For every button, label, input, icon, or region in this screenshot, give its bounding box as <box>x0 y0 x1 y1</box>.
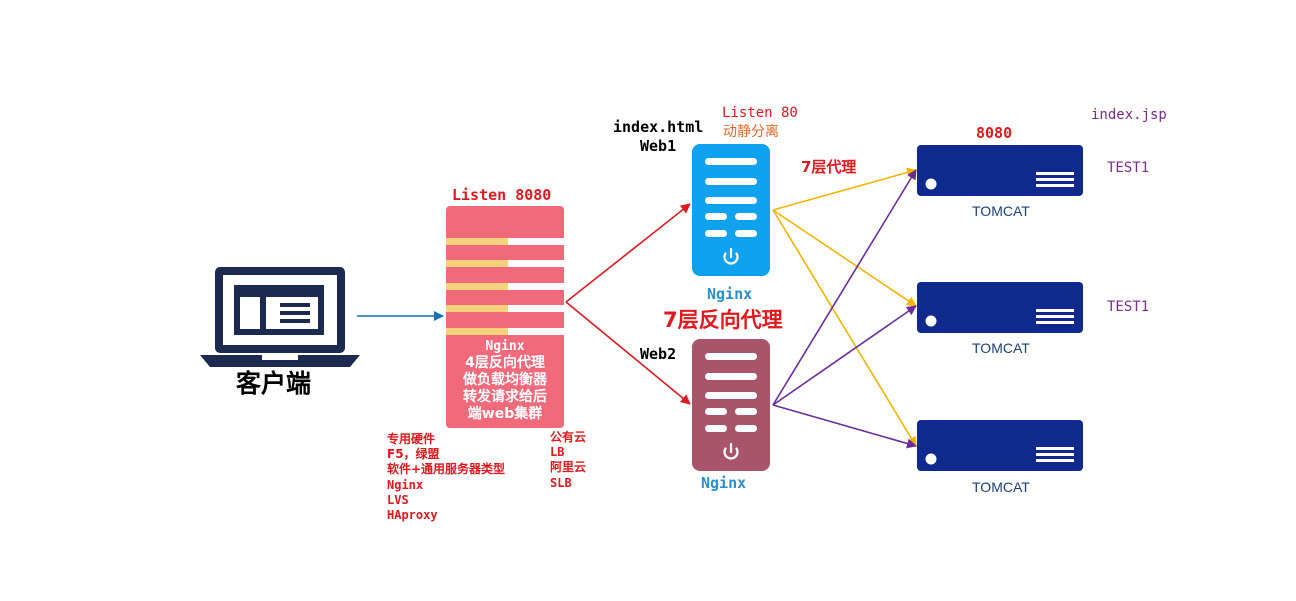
lb-listen-label: Listen 8080 <box>452 186 552 204</box>
load-balancer-box <box>446 206 564 428</box>
backend-port-label: 8080 <box>976 124 1013 142</box>
web2-title: Web2 <box>640 345 677 363</box>
cloud-list: 公有云 LB 阿里云 SLB <box>550 430 586 491</box>
laptop-icon <box>200 267 360 367</box>
list-item: 软件+通用服务器类型 <box>387 462 506 477</box>
lb-line: 做负载均衡器 <box>463 372 547 388</box>
lb-line: Nginx <box>485 339 525 354</box>
web1-server-icon <box>692 144 770 276</box>
web1-file-label: index.html <box>613 118 704 136</box>
list-item: 公有云 <box>550 430 587 444</box>
lb-line: 端web集群 <box>467 406 543 422</box>
hardware-list: 专用硬件 F5，绿盟 软件+通用服务器类型 Nginx LVS HAproxy <box>387 432 505 523</box>
tomcat-tag: TEST1 <box>1107 160 1150 176</box>
web2-to-tomcat2-arrow <box>772 305 917 406</box>
client-label: 客户端 <box>236 369 312 398</box>
lb-to-web2-arrow <box>565 301 691 405</box>
web1-to-tomcat2-arrow <box>772 209 917 307</box>
tomcat-label: TOMCAT <box>972 340 1030 356</box>
list-item: 阿里云 <box>550 460 587 475</box>
tomcat-label: TOMCAT <box>972 203 1030 219</box>
backend-file-label: index.jsp <box>1091 107 1167 123</box>
web1-note: 动静分离 <box>723 124 779 140</box>
list-item: Nginx <box>387 477 424 492</box>
lb-line: 4层反向代理 <box>465 355 545 371</box>
lb-to-web1-arrow <box>565 203 691 303</box>
web2-type-label: Nginx <box>701 474 747 492</box>
list-item: LB <box>550 445 565 460</box>
list-item: SLB <box>550 475 572 490</box>
proxy-top-label: 7层代理 <box>801 158 857 176</box>
tomcat-tag: TEST1 <box>1107 299 1150 315</box>
tomcat-server-icon <box>917 420 1083 471</box>
web2-to-tomcat1-arrow <box>772 169 917 406</box>
list-item: F5，绿盟 <box>387 447 440 462</box>
list-item: HAproxy <box>387 508 438 523</box>
lb-line: 转发请求给后 <box>463 389 547 405</box>
web2-server-icon <box>692 339 770 471</box>
web1-type-label: Nginx <box>707 285 753 303</box>
web1-to-tomcat1-arrow <box>772 167 917 211</box>
web1-to-tomcat3-arrow <box>772 209 917 447</box>
list-item: LVS <box>387 492 409 507</box>
lb-description: Nginx 4层反向代理 做负载均衡器 转发请求给后 端web集群 <box>446 338 564 423</box>
web1-title: Web1 <box>640 137 677 155</box>
web2-to-tomcat3-arrow <box>772 404 917 449</box>
tomcat-server-icon <box>917 145 1083 196</box>
proxy-center-label: 7层反向代理 <box>663 308 783 332</box>
list-item: 专用硬件 <box>387 432 436 446</box>
tomcat-label: TOMCAT <box>972 479 1030 495</box>
tomcat-server-icon <box>917 282 1083 333</box>
web1-listen-label: Listen 80 <box>722 105 798 121</box>
